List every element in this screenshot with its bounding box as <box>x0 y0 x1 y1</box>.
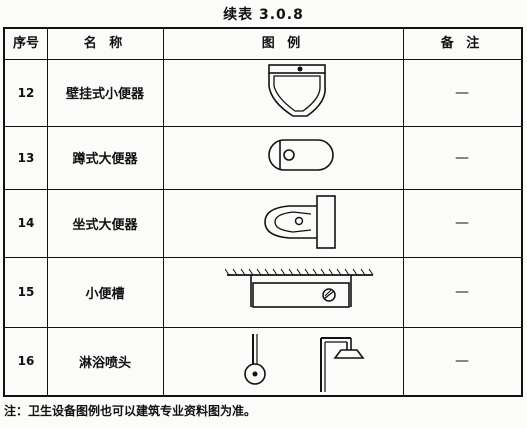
row-divider <box>5 257 521 258</box>
column-divider <box>163 29 164 395</box>
footnote: 注：卫生设备图例也可以建筑专业资料图为准。 <box>4 404 257 418</box>
row-number: 14 <box>17 216 35 230</box>
row-note: — <box>455 284 469 300</box>
header-figure: 图 例 <box>261 36 305 51</box>
row-divider <box>5 126 521 127</box>
wall-urinal-icon <box>268 64 326 117</box>
legend-table: 序号 名 称 图 例 备 注 12 壁挂式小便器 — 13 蹲式大便器 — 14… <box>3 27 523 397</box>
row-name: 坐式大便器 <box>72 217 138 233</box>
row-name: 蹲式大便器 <box>72 152 138 167</box>
row-divider <box>5 189 521 190</box>
seated-toilet-icon <box>264 195 336 249</box>
table-title: 续表 3.0.8 <box>223 7 304 23</box>
urinal-trough-icon <box>225 269 374 308</box>
row-number: 13 <box>17 150 35 165</box>
row-divider <box>5 59 521 60</box>
row-number: 12 <box>17 85 35 100</box>
shower-head-icon <box>244 334 365 392</box>
row-note: — <box>455 215 469 231</box>
row-number: 16 <box>17 354 35 368</box>
header-note: 备 注 <box>440 36 484 51</box>
row-name: 淋浴喷头 <box>78 355 131 371</box>
header-no: 序号 <box>12 36 39 51</box>
header-name: 名 称 <box>83 36 127 51</box>
row-number: 15 <box>17 285 35 299</box>
column-divider <box>47 29 48 395</box>
row-divider <box>5 327 521 328</box>
column-divider <box>403 29 404 395</box>
row-name: 壁挂式小便器 <box>65 87 144 102</box>
row-name: 小便槽 <box>85 286 125 302</box>
row-note: — <box>455 84 469 101</box>
row-note: — <box>455 149 469 166</box>
row-note: — <box>455 353 469 369</box>
squat-toilet-icon <box>268 139 334 171</box>
